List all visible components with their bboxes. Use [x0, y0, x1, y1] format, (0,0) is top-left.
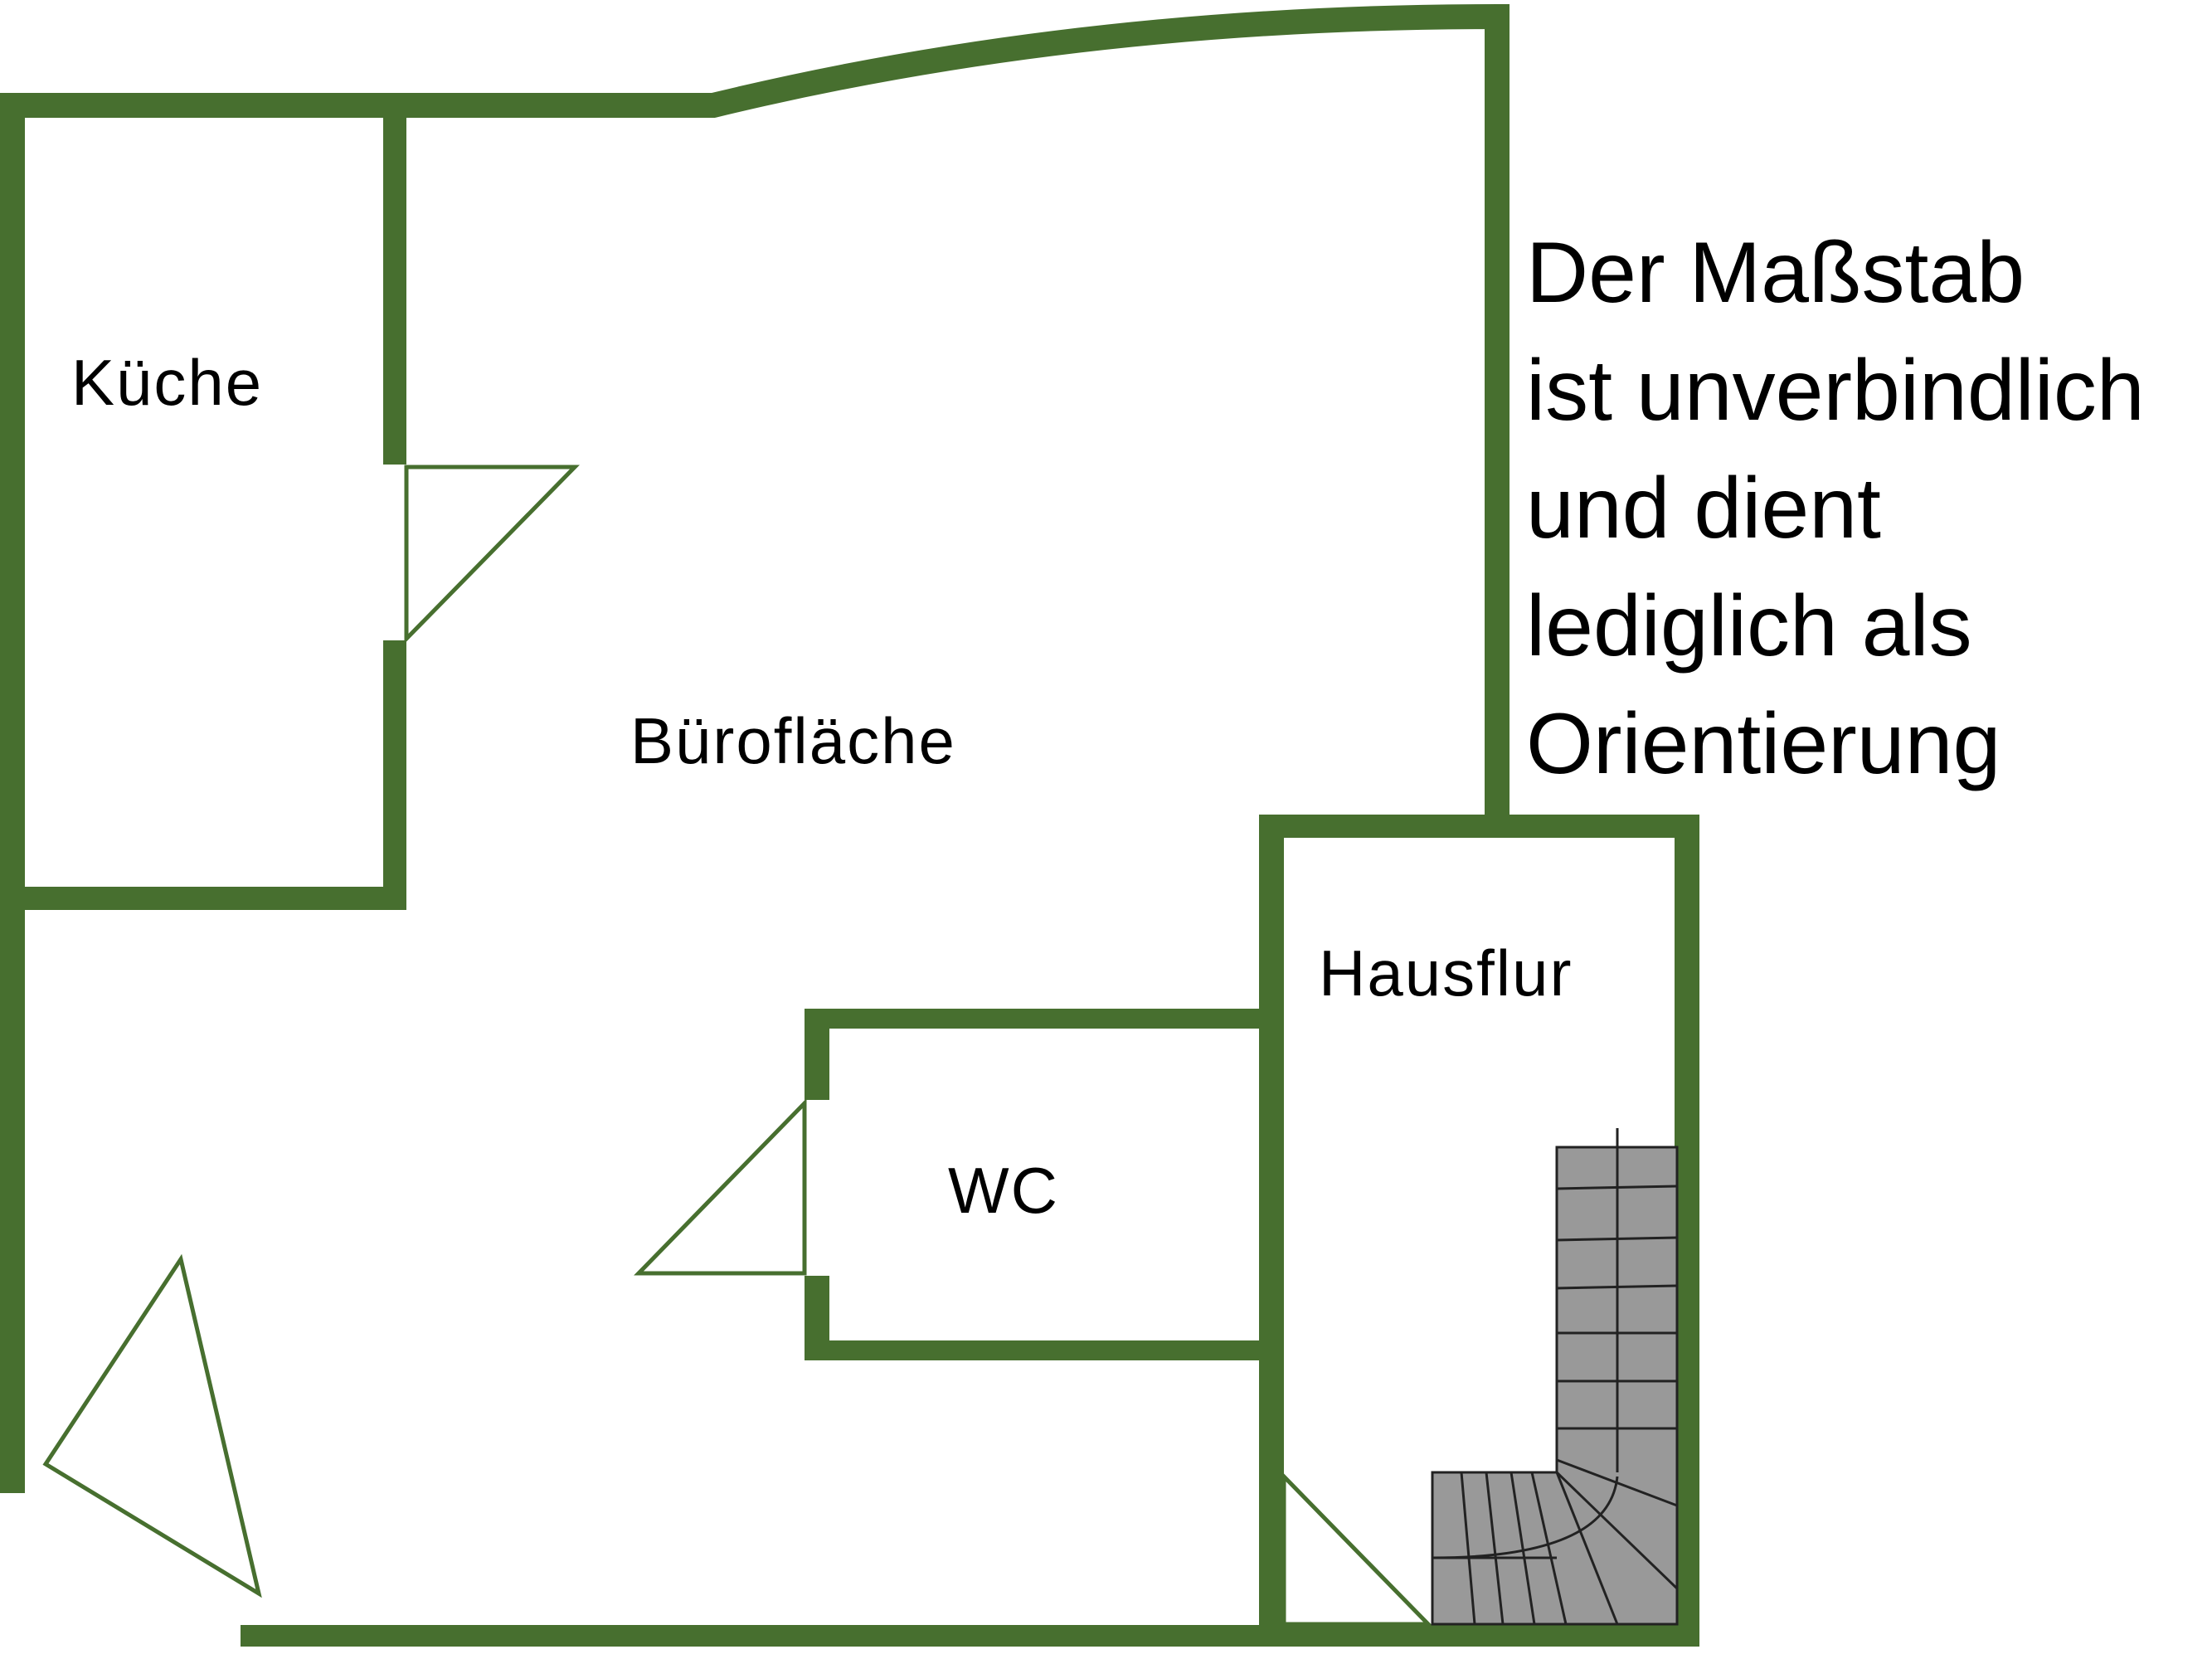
- scale-disclaimer: Der Maßstab ist unverbindlich und dient …: [1526, 214, 2206, 803]
- hallway-walls: [1259, 815, 1699, 1647]
- stair-line: [1510, 1472, 1536, 1625]
- outer-walls: [0, 3, 1510, 1647]
- wc-door: [634, 1097, 807, 1276]
- stair-line: [1556, 1185, 1678, 1190]
- hallway-door: [1281, 1471, 1433, 1627]
- disclaimer-line: ist unverbindlich: [1526, 343, 2145, 439]
- doors: [42, 465, 1433, 1627]
- stair-line: [1460, 1472, 1476, 1625]
- stair-line: [1530, 1472, 1568, 1625]
- disclaimer-line: lediglich als: [1526, 578, 1972, 674]
- stair-line: [1555, 1472, 1619, 1625]
- room-label-office: Bürofläche: [630, 704, 956, 777]
- stair-line: [1485, 1472, 1505, 1625]
- room-label-wc: WC: [948, 1154, 1059, 1227]
- disclaimer-line: Orientierung: [1526, 696, 2001, 792]
- stair-line: [1555, 1471, 1679, 1590]
- disclaimer-line: und dient: [1526, 460, 1881, 557]
- kitchen-walls: [12, 105, 406, 910]
- disclaimer-line: Der Maßstab: [1526, 225, 2025, 321]
- stair-walk-line: [1432, 1476, 1619, 1559]
- stair-line: [1556, 1236, 1678, 1242]
- staircase: [1431, 1128, 1679, 1626]
- room-label-hallway: Hausflur: [1319, 937, 1573, 1010]
- top-wall: [0, 3, 1510, 821]
- entrance-door: [42, 1253, 262, 1598]
- room-label-kitchen: Küche: [71, 346, 263, 419]
- stair-line: [1556, 1284, 1678, 1290]
- wc-walls: [805, 1009, 1261, 1360]
- kitchen-door: [404, 465, 580, 645]
